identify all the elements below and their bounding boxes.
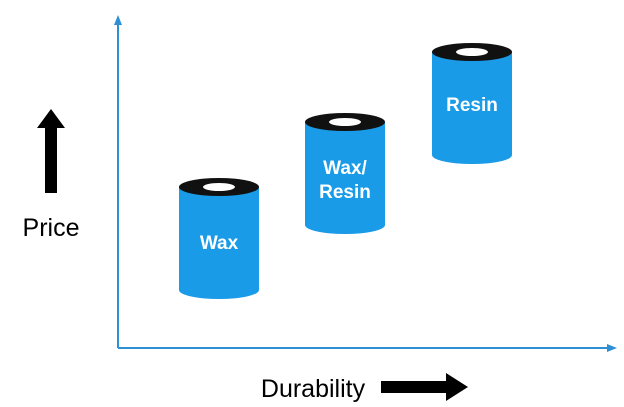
- durability-label: Durability: [261, 375, 366, 403]
- price-label: Price: [23, 214, 80, 242]
- ribbon-roll-wax-resin: Wax/ Resin: [305, 113, 385, 234]
- ribbon-roll-resin: Resin: [432, 43, 512, 164]
- axes: [114, 15, 617, 352]
- x-axis-arrowhead: [607, 344, 617, 352]
- roll-label-line-2: Resin: [319, 182, 371, 203]
- roll-label-line-1: Wax/: [323, 158, 367, 179]
- roll-core-hole: [329, 118, 361, 126]
- durability-indicator: Durability: [261, 373, 468, 403]
- roll-body: [432, 52, 512, 164]
- roll-label: Wax: [200, 233, 239, 254]
- up-arrow-icon: [37, 109, 65, 193]
- roll-core-hole: [456, 48, 488, 56]
- roll-core-hole: [203, 183, 235, 191]
- y-axis-arrowhead: [114, 15, 122, 25]
- roll-label: Resin: [446, 95, 498, 116]
- roll-body: [305, 122, 385, 234]
- roll-body: [179, 187, 259, 299]
- right-arrow-icon: [381, 373, 468, 401]
- price-indicator: Price: [23, 109, 80, 242]
- ribbon-roll-wax: Wax: [179, 178, 259, 299]
